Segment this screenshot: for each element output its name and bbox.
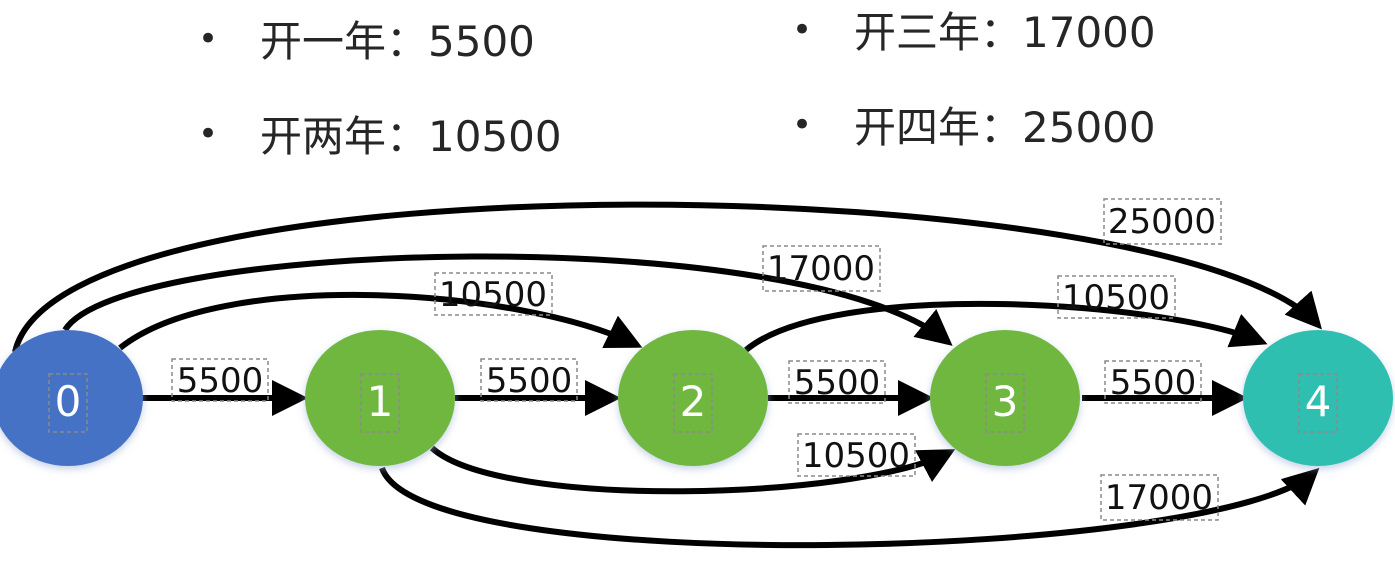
edge-label-0-2: 10500 — [434, 272, 553, 316]
node-0-label: 0 — [55, 377, 82, 426]
edge-0-4 — [12, 201, 1323, 353]
bullet-item: • 开两年：10500 — [198, 86, 562, 181]
svg-text:5500: 5500 — [1110, 363, 1197, 403]
bullet-text: 开一年：5500 — [260, 17, 535, 66]
edge-label-2-3: 5500 — [788, 360, 886, 404]
edge-label-0-1: 5500 — [171, 358, 269, 402]
bullet-item: • 开四年：25000 — [792, 77, 1156, 172]
svg-text:10500: 10500 — [802, 436, 910, 476]
bullet-dot-icon: • — [792, 104, 813, 145]
svg-text:17000: 17000 — [1105, 478, 1213, 518]
node-0 — [0, 330, 143, 466]
bullet-item: • 开一年：5500 — [198, 0, 562, 86]
edge-1-4 — [379, 466, 1320, 549]
edge-label-1-3: 10500 — [797, 433, 916, 477]
bullet-list-right: • 开三年：17000 • 开四年：25000 — [792, 0, 1156, 172]
node-1-circle — [305, 330, 455, 466]
node-3-label: 3 — [992, 377, 1019, 426]
node-2-label: 2 — [680, 377, 707, 426]
edge-label-1-4: 17000 — [1100, 474, 1219, 521]
svg-text:5500: 5500 — [486, 361, 573, 401]
edge-label-0-4: 25000 — [1103, 198, 1222, 245]
edge-2-4 — [744, 300, 1268, 353]
edge-label-3-4: 5500 — [1104, 360, 1202, 404]
edge-0-2 — [118, 291, 643, 351]
svg-text:5500: 5500 — [177, 361, 264, 401]
node-2 — [618, 330, 768, 466]
node-1-label: 1 — [367, 377, 394, 426]
node-0-circle — [0, 330, 143, 466]
edge-1-3 — [429, 445, 956, 495]
bullet-dot-icon: • — [198, 18, 219, 59]
bullet-item: • 开三年：17000 — [792, 0, 1156, 77]
bullet-list-left: • 开一年：5500 • 开两年：10500 — [198, 0, 562, 181]
node-3 — [930, 330, 1080, 466]
bullet-dot-icon: • — [792, 9, 813, 50]
svg-text:25000: 25000 — [1108, 202, 1216, 242]
svg-text:10500: 10500 — [439, 275, 547, 315]
edge-label-0-3: 17000 — [762, 245, 881, 292]
node-1 — [305, 330, 455, 466]
node-4-circle — [1243, 330, 1393, 466]
bullet-text: 开四年：25000 — [854, 103, 1156, 152]
edge-label-1-2: 5500 — [480, 358, 578, 402]
bullet-text: 开两年：10500 — [260, 112, 562, 161]
node-4 — [1243, 330, 1393, 466]
bullet-dot-icon: • — [198, 113, 219, 154]
node-3-circle — [930, 330, 1080, 466]
bullet-text: 开三年：17000 — [854, 8, 1156, 57]
edge-0-3 — [62, 253, 953, 346]
svg-text:17000: 17000 — [767, 249, 875, 289]
node-2-circle — [618, 330, 768, 466]
svg-text:5500: 5500 — [794, 363, 881, 403]
node-4-label: 4 — [1305, 377, 1332, 426]
svg-text:10500: 10500 — [1062, 278, 1170, 318]
edge-label-2-4: 10500 — [1057, 275, 1176, 319]
